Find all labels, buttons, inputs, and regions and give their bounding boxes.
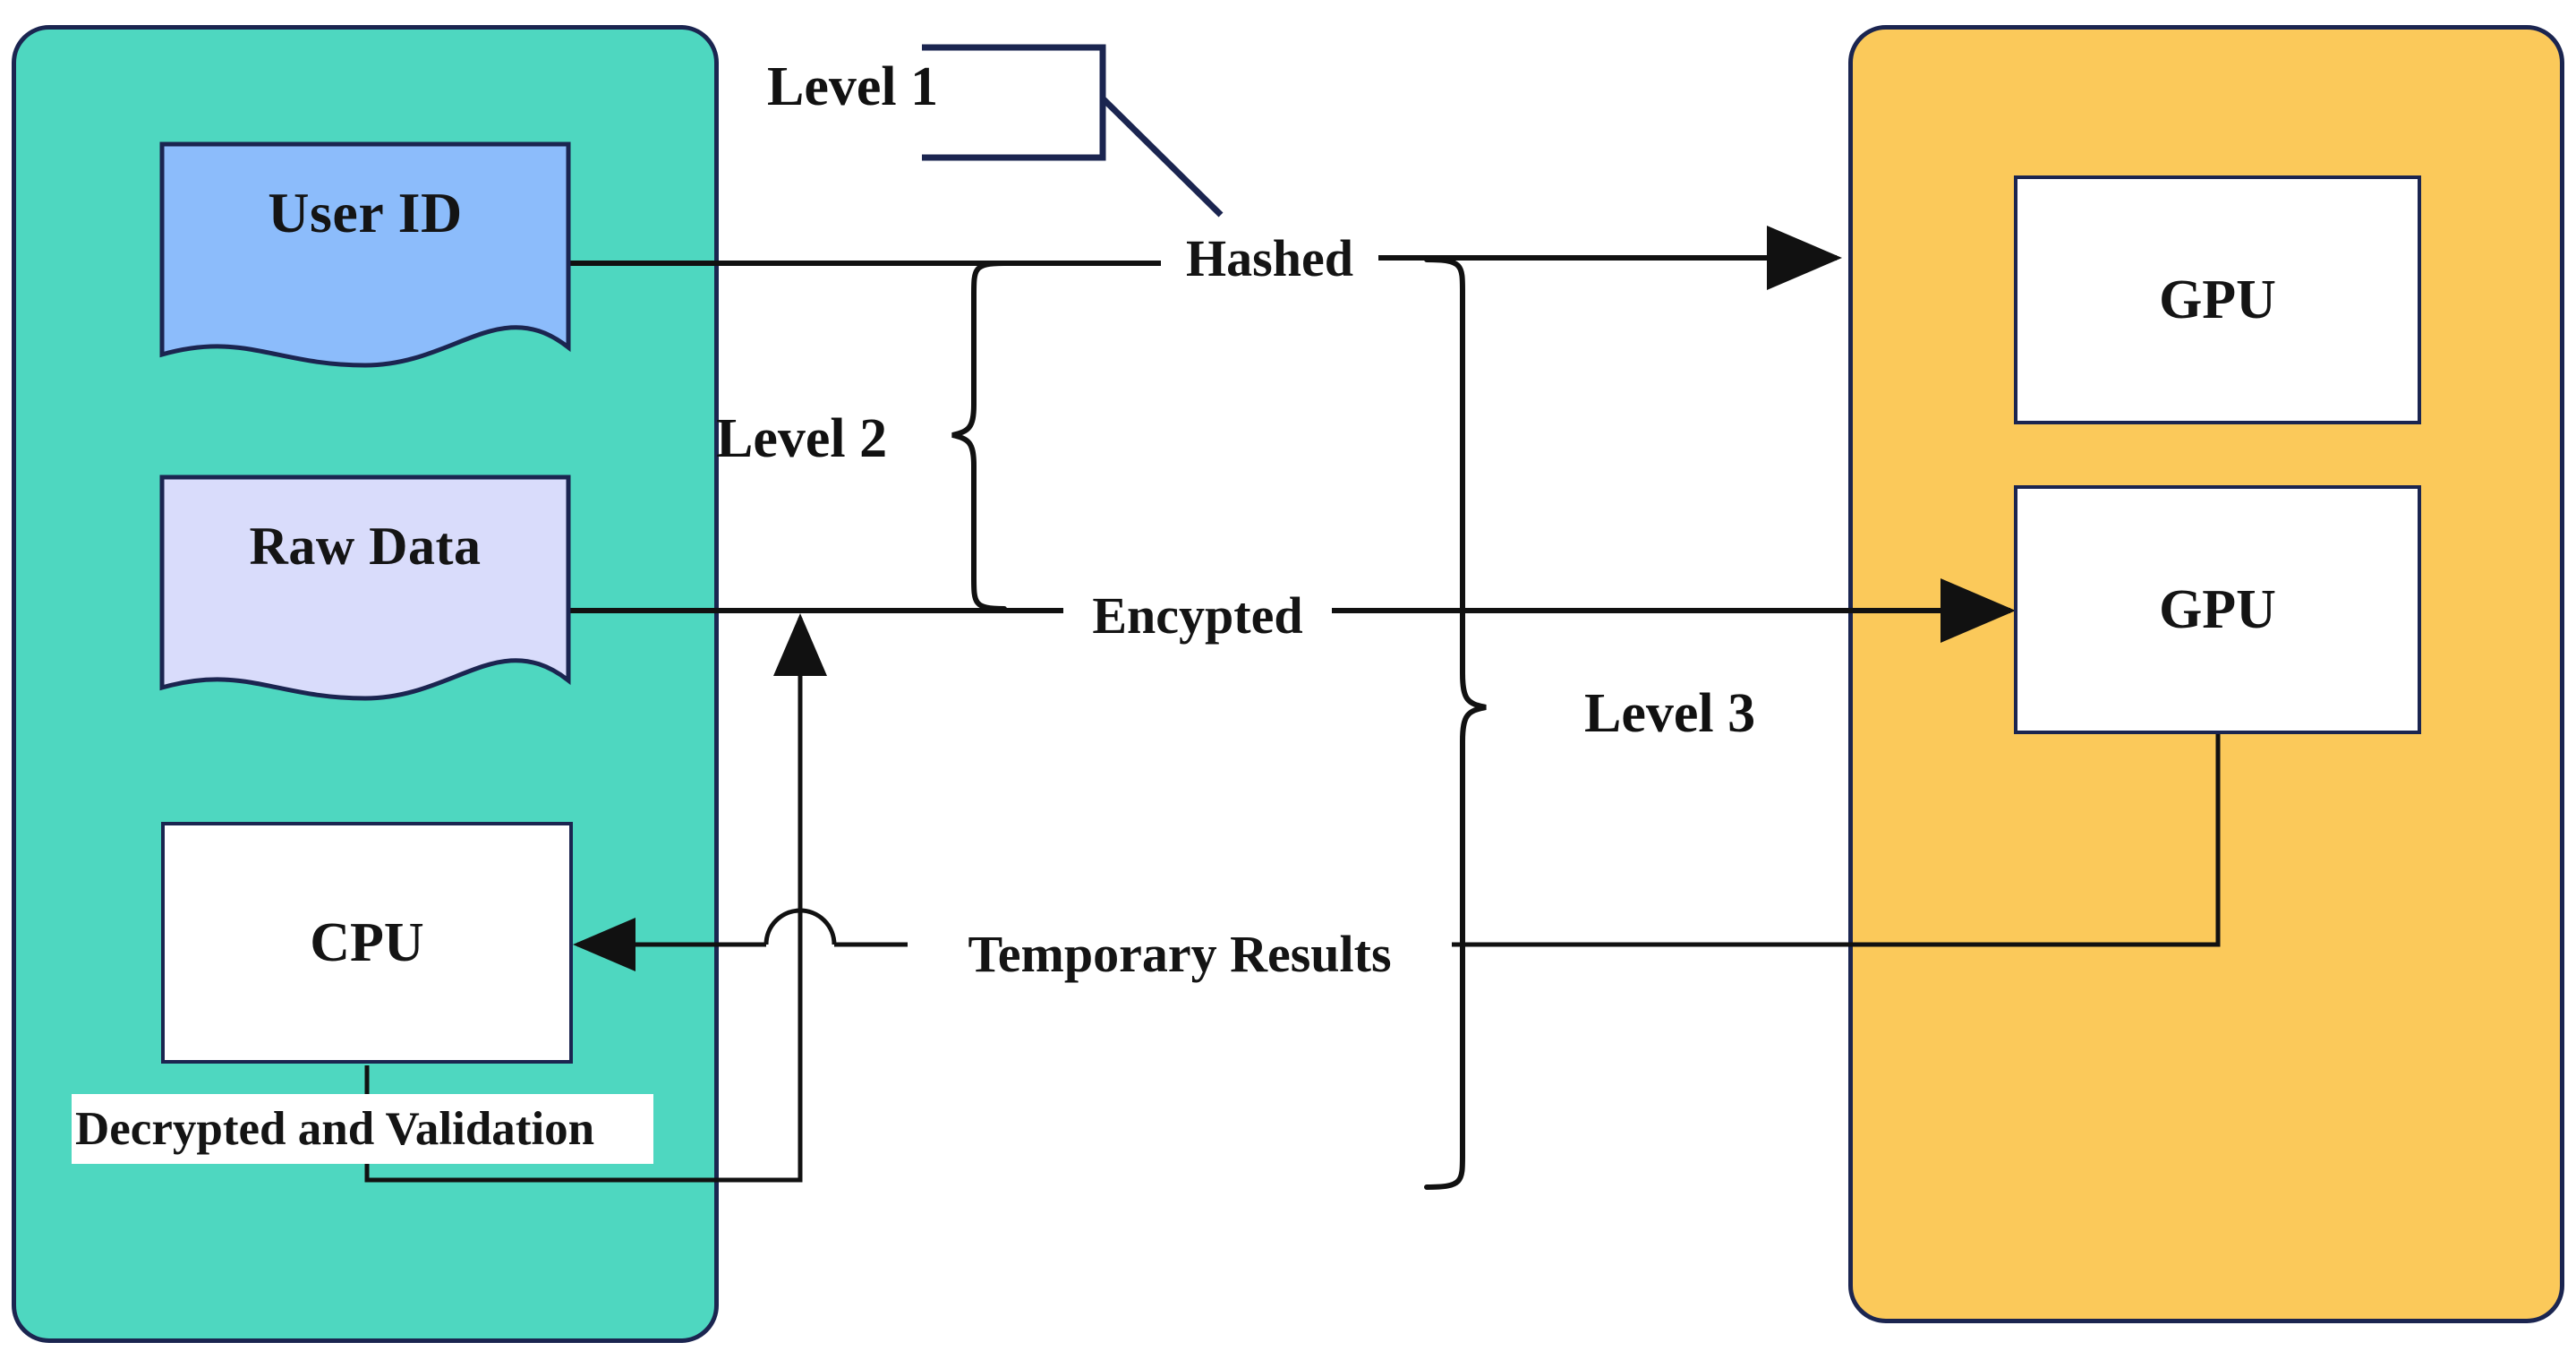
level-3-brace: [1424, 257, 1487, 1190]
edge-label-encypted: Encypted: [1063, 577, 1332, 653]
node-gpu-2[interactable]: GPU: [2014, 485, 2421, 734]
level-2-brace: [951, 261, 1007, 611]
document-shape-icon: [159, 475, 571, 701]
node-cpu[interactable]: CPU: [161, 822, 573, 1064]
level-1-callout: [922, 44, 1224, 218]
node-gpu-1[interactable]: GPU: [2014, 175, 2421, 424]
annotation-label-level-3: Level 3: [1584, 683, 1756, 744]
node-raw-data[interactable]: Raw Data: [159, 475, 571, 707]
edge-label-decrypted-and-validation: Decrypted and Validation: [72, 1094, 653, 1164]
annotation-label-level-2: Level 2: [716, 408, 888, 469]
edge-label-hashed: Hashed: [1161, 218, 1378, 297]
node-label-raw-data: Raw Data: [249, 516, 482, 576]
document-shape-icon: [159, 141, 571, 368]
node-label-user-id: User ID: [268, 181, 463, 244]
edge-label-temporary-results: Temporary Results: [909, 916, 1450, 991]
annotation-label-level-1: Level 1: [767, 56, 939, 117]
node-user-id[interactable]: User ID: [159, 141, 571, 374]
